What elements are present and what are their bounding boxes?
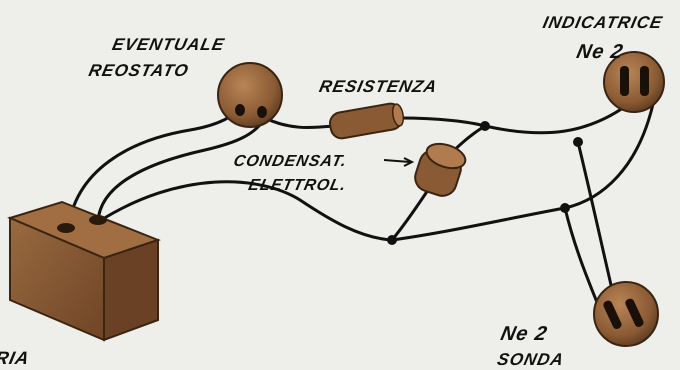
label-indicatrice-ne2: Ne 2 [575,41,626,63]
junction-dot [573,137,583,147]
battery-side [103,238,159,342]
label-batteria: BATTERIA [0,348,32,368]
label-condensat: CONDENSAT. [232,152,349,170]
wire-resistenza-to-indicatrice [398,93,642,135]
battery [7,200,161,342]
label-resistenza: RESISTENZA [318,76,440,96]
wire-condenser-to-lower [390,188,430,242]
label-reostato: REOSTATO [87,60,191,80]
indicator-lamp [603,51,665,113]
battery-terminal-right [89,215,107,225]
wire-battery-to-condenser-line [96,180,394,242]
junction-dot [480,121,490,131]
probe-lamp [593,281,659,347]
label-elettrol: ELETTROL. [247,176,349,194]
resistor [329,102,405,140]
reostato-knob [217,62,283,128]
junction-dot [387,235,397,245]
capacitor-pointer [383,159,411,163]
wire-battery-to-reostato-a [66,106,242,232]
label-sonda-ne2: Ne 2 [499,323,550,345]
label-indicatrice: INDICATRICE [541,12,664,32]
battery-terminal-left [57,223,75,233]
junctions [387,121,583,245]
label-sonda: SONDA [496,349,567,369]
capacitor-pointer-arrow [403,157,415,167]
junction-dot [560,203,570,213]
wire-reostato-to-resistenza [263,116,337,129]
label-eventuale: EVENTUALE [111,34,227,54]
wire-battery-to-reostato-b [96,116,267,224]
electrolytic-capacitor [414,142,467,197]
